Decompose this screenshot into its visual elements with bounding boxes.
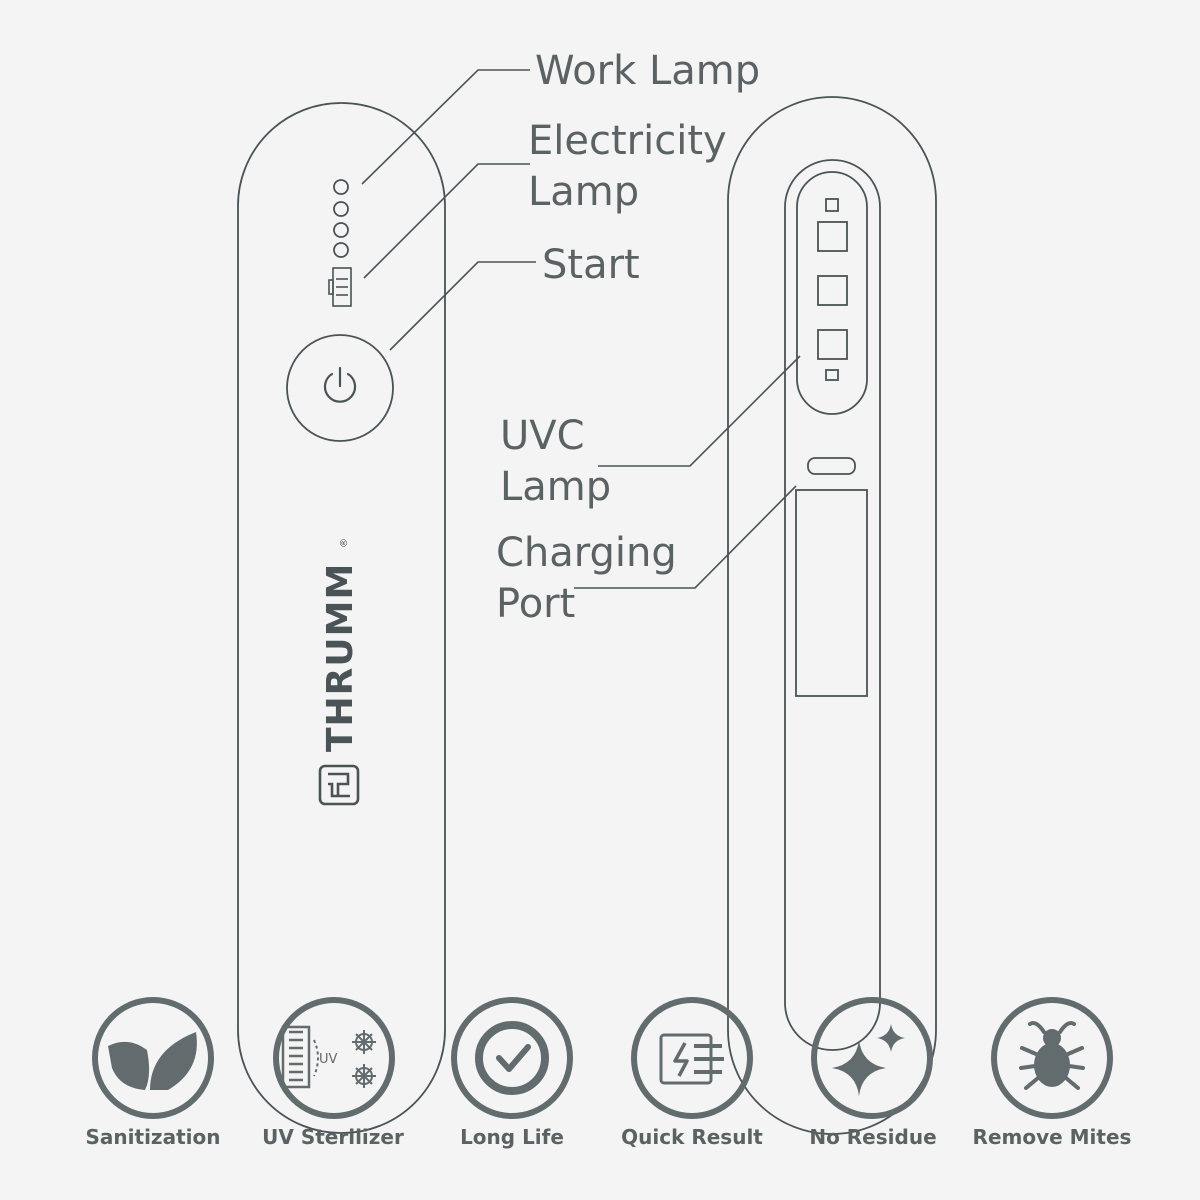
quick-result-icon xyxy=(631,997,753,1119)
charging-port-label-line2: Port xyxy=(496,581,575,627)
device-back xyxy=(727,96,937,1135)
uvc-lamp-leader xyxy=(598,355,801,467)
check-badge-icon xyxy=(451,997,573,1119)
charging-port-leader xyxy=(574,485,797,589)
uvc-lamp-cell xyxy=(817,329,848,360)
back-panel xyxy=(795,489,868,697)
uvc-lamp-label-line1: UVC xyxy=(500,413,585,459)
power-icon xyxy=(323,366,357,403)
leaf-icon xyxy=(92,997,214,1119)
device-front-body xyxy=(237,102,446,1134)
battery-icon xyxy=(328,267,352,307)
registered-mark: ® xyxy=(339,538,350,548)
feature-label-quick-result: Quick Result xyxy=(621,1125,763,1149)
start-label: Start xyxy=(542,242,640,288)
uv-text: UV xyxy=(319,1052,338,1067)
work-lamp-indicator xyxy=(333,179,349,195)
electricity-lamp-label-line1: Electricity xyxy=(528,118,727,164)
uv-sterilizer-icon: UV xyxy=(273,997,395,1119)
sparkle-icon xyxy=(811,997,933,1119)
uvc-lamp-window xyxy=(796,171,868,415)
feature-label-uv-sterilizer: UV Sterilizer xyxy=(262,1125,404,1149)
device-front xyxy=(237,102,446,1134)
device-back-recess xyxy=(784,159,881,1051)
uvc-lamp-cell xyxy=(817,221,848,252)
device-back-body xyxy=(727,96,937,1135)
uvc-lamp-label-line2: Lamp xyxy=(500,464,611,510)
start-leader xyxy=(389,261,536,351)
work-lamp-leader xyxy=(361,69,530,185)
callout-lines xyxy=(361,69,801,589)
brand-name: THRUMM xyxy=(320,563,361,752)
work-lamp-label: Work Lamp xyxy=(535,48,760,94)
feature-label-no-residue: No Residue xyxy=(809,1125,937,1149)
feature-label-remove-mites: Remove Mites xyxy=(972,1125,1132,1149)
feature-label-long-life: Long Life xyxy=(460,1125,564,1149)
uvc-lamp-cell xyxy=(817,275,848,306)
charging-port-label-line1: Charging xyxy=(496,530,677,576)
electricity-lamp-label-line2: Lamp xyxy=(528,169,639,215)
electricity-lamp-dot xyxy=(333,201,349,217)
uvc-lamp-small xyxy=(825,198,839,212)
thrumm-logo-icon xyxy=(318,764,360,806)
electricity-lamp-leader xyxy=(363,163,530,279)
feature-label-sanitization: Sanitization xyxy=(85,1125,221,1149)
electricity-lamp-dot xyxy=(333,222,349,238)
charging-port xyxy=(807,457,856,475)
uvc-lamp-small xyxy=(825,369,839,381)
electricity-lamp-dot xyxy=(333,242,349,258)
mite-icon xyxy=(991,997,1113,1119)
start-button[interactable] xyxy=(286,334,394,442)
